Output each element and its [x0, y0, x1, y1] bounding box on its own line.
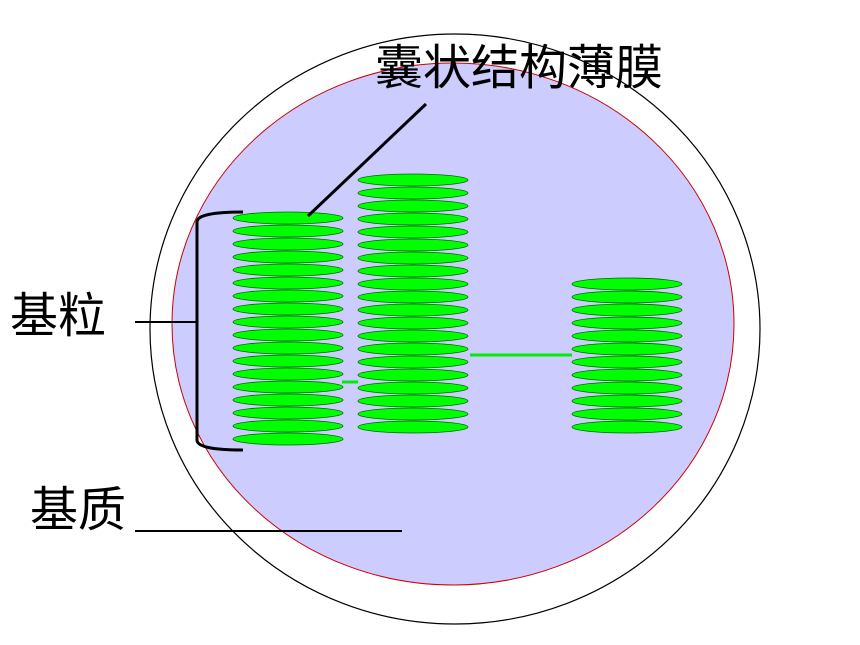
- thylakoid-disc: [571, 277, 683, 291]
- thylakoid-disc: [232, 315, 344, 329]
- thylakoid-disc: [232, 380, 344, 394]
- thylakoid-disc: [357, 264, 469, 278]
- thylakoid-disc: [232, 302, 344, 316]
- thylakoid-disc: [357, 316, 469, 330]
- thylakoid-disc: [571, 342, 683, 356]
- thylakoid-disc: [232, 263, 344, 277]
- thylakoid-disc: [232, 354, 344, 368]
- thylakoid-disc: [357, 212, 469, 226]
- thylakoid-disc: [571, 394, 683, 408]
- granum-bracket: [195, 210, 244, 452]
- thylakoid-disc: [232, 250, 344, 264]
- thylakoid-disc: [357, 329, 469, 343]
- thylakoid-disc: [357, 420, 469, 434]
- thylakoid-leader-line: [306, 102, 428, 218]
- granum-label: 基粒: [10, 288, 107, 344]
- thylakoid-disc: [232, 289, 344, 303]
- thylakoid-disc: [357, 407, 469, 421]
- thylakoid-disc: [232, 211, 344, 225]
- thylakoid-disc: [357, 381, 469, 395]
- thylakoid-disc: [571, 407, 683, 421]
- thylakoid-disc: [571, 316, 683, 330]
- thylakoid-disc: [357, 277, 469, 291]
- thylakoid-disc: [357, 368, 469, 382]
- thylakoid-disc: [357, 394, 469, 408]
- thylakoid-disc: [232, 393, 344, 407]
- thylakoid-disc: [232, 237, 344, 251]
- thylakoid-disc: [571, 368, 683, 382]
- thylakoid-disc: [232, 341, 344, 355]
- thylakoid-disc: [232, 432, 344, 446]
- thylakoid-disc: [232, 328, 344, 342]
- thylakoid-disc: [232, 276, 344, 290]
- thylakoid-disc: [571, 381, 683, 395]
- thylakoid-disc: [232, 367, 344, 381]
- thylakoid-disc: [571, 303, 683, 317]
- granum-stack-left: [232, 211, 344, 446]
- thylakoid-disc: [571, 329, 683, 343]
- granum-stack-right: [571, 277, 683, 434]
- granum-stack-middle: [357, 173, 469, 434]
- thylakoid-disc: [571, 420, 683, 434]
- thylakoid-disc: [357, 173, 469, 187]
- thylakoid-disc: [357, 199, 469, 213]
- thylakoid-disc: [357, 290, 469, 304]
- thylakoid-membrane-label: 囊状结构薄膜: [375, 40, 664, 96]
- stroma-label: 基质: [30, 482, 127, 538]
- thylakoid-disc: [232, 406, 344, 420]
- thylakoid-disc: [357, 186, 469, 200]
- thylakoid-disc: [571, 290, 683, 304]
- thylakoid-disc: [357, 238, 469, 252]
- thylakoid-disc: [357, 355, 469, 369]
- thylakoid-disc: [357, 225, 469, 239]
- thylakoid-disc: [232, 224, 344, 238]
- thylakoid-disc: [232, 419, 344, 433]
- thylakoid-disc: [571, 355, 683, 369]
- thylakoid-disc: [357, 342, 469, 356]
- thylakoid-disc: [357, 251, 469, 265]
- thylakoid-disc: [357, 303, 469, 317]
